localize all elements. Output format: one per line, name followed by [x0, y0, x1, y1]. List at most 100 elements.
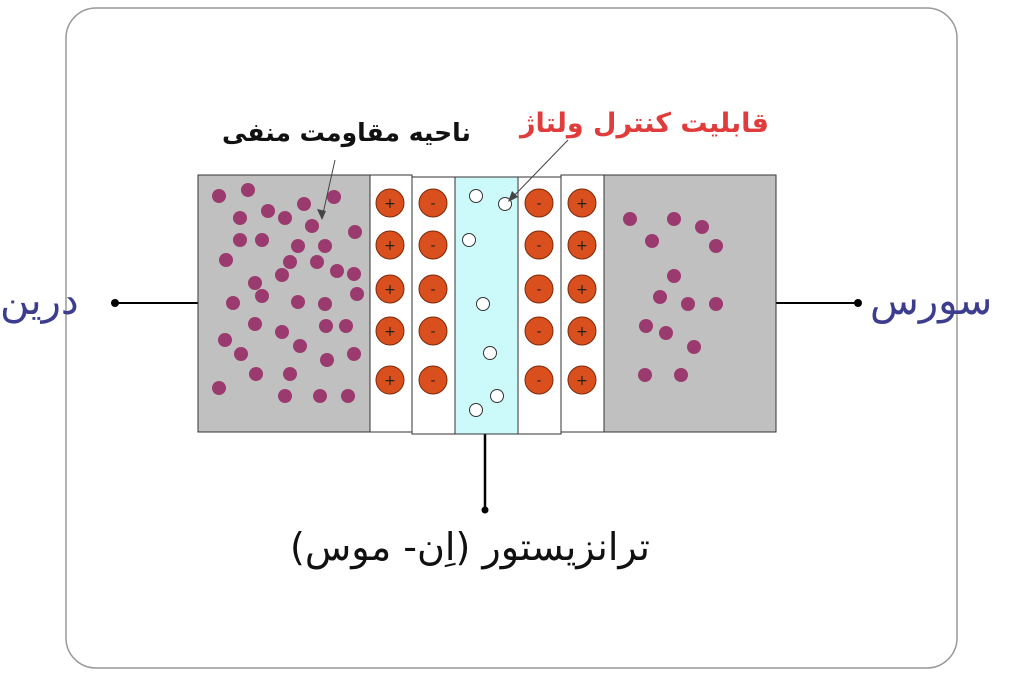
negative-ion: [524, 274, 554, 304]
electron-dot: [218, 333, 232, 347]
electron-dot: [275, 268, 289, 282]
positive-sign: +: [384, 282, 396, 298]
positive-sign: +: [384, 238, 396, 254]
negative-ion: [524, 365, 554, 395]
frame: [65, 7, 958, 669]
negative-ion: [418, 365, 448, 395]
positive-ion: [375, 316, 405, 346]
electron-dot: [645, 234, 659, 248]
electron-dot: [249, 367, 263, 381]
negative-sign: -: [536, 324, 541, 340]
positive-ion: [375, 188, 405, 218]
negative-sign: -: [430, 196, 435, 212]
negative-sign: -: [430, 324, 435, 340]
electron-dot: [291, 295, 305, 309]
electron-dot: [319, 319, 333, 333]
electron-dot: [291, 239, 305, 253]
channel-electron: [469, 189, 483, 203]
electron-dot: [350, 287, 364, 301]
electron-dot: [278, 211, 292, 225]
negative-sign: -: [536, 238, 541, 254]
electron-dot: [255, 289, 269, 303]
negative-sign: -: [536, 282, 541, 298]
electron-dot: [347, 267, 361, 281]
source-terminal: [854, 299, 862, 307]
positive-ion: [375, 230, 405, 260]
channel-electron: [476, 297, 490, 311]
negative-sign: -: [430, 238, 435, 254]
positive-depletion-left: [369, 174, 413, 433]
electron-dot: [659, 326, 673, 340]
channel-electron: [483, 346, 497, 360]
positive-sign: +: [384, 196, 396, 212]
electron-dot: [226, 296, 240, 310]
electron-dot: [623, 212, 637, 226]
electron-dot: [212, 189, 226, 203]
negative-ion: [418, 188, 448, 218]
arrow-negative-resistance: [321, 159, 336, 219]
electron-dot: [339, 319, 353, 333]
arrow-voltage-control: [509, 139, 569, 201]
negative-ion: [418, 230, 448, 260]
positive-sign: +: [576, 238, 588, 254]
positive-ion: [567, 365, 597, 395]
electron-dot: [233, 233, 247, 247]
gate-terminal: [481, 506, 489, 514]
electron-dot: [709, 239, 723, 253]
electron-dot: [234, 347, 248, 361]
electron-dot: [212, 381, 226, 395]
electron-dot: [681, 297, 695, 311]
electron-dot: [248, 317, 262, 331]
electron-dot: [687, 340, 701, 354]
positive-ion: [375, 274, 405, 304]
electron-dot: [320, 353, 334, 367]
electron-dot: [310, 255, 324, 269]
electron-dot: [667, 269, 681, 283]
electron-dot: [318, 239, 332, 253]
electron-dot: [233, 211, 247, 225]
negative-ion: [524, 316, 554, 346]
negative-sign: -: [430, 373, 435, 389]
electron-dot: [305, 219, 319, 233]
channel-electron: [462, 233, 476, 247]
drain-label: درین: [0, 278, 79, 324]
electron-dot: [278, 389, 292, 403]
electron-dot: [638, 368, 652, 382]
positive-ion: [567, 188, 597, 218]
electron-dot: [318, 297, 332, 311]
electron-dot: [348, 225, 362, 239]
negative-sign: -: [536, 373, 541, 389]
negative-sign: -: [430, 282, 435, 298]
electron-dot: [293, 339, 307, 353]
negative-ion: [418, 316, 448, 346]
electron-dot: [283, 255, 297, 269]
electron-dot: [297, 197, 311, 211]
source-label: سورس: [870, 278, 993, 324]
electron-dot: [275, 325, 289, 339]
electron-dot: [261, 204, 275, 218]
positive-ion: [567, 274, 597, 304]
electron-dot: [283, 367, 297, 381]
electron-dot: [330, 264, 344, 278]
diagram-title: ترانزیستور (اِن- موس): [290, 525, 650, 569]
electron-dot: [341, 389, 355, 403]
electron-dot: [639, 319, 653, 333]
arrowhead-icon: [317, 209, 326, 220]
positive-sign: +: [576, 282, 588, 298]
positive-ion: [567, 230, 597, 260]
negative-sign: -: [536, 196, 541, 212]
electron-dot: [653, 290, 667, 304]
electron-dot: [313, 389, 327, 403]
positive-sign: +: [576, 196, 588, 212]
channel-electron: [490, 389, 504, 403]
electron-dot: [327, 190, 341, 204]
electron-dot: [219, 253, 233, 267]
positive-sign: +: [384, 324, 396, 340]
electron-dot: [709, 297, 723, 311]
electron-dot: [248, 276, 262, 290]
negative-ion: [524, 230, 554, 260]
voltage-control-label: قابلیت کنترل ولتاژ: [520, 108, 769, 139]
channel-electron: [469, 403, 483, 417]
